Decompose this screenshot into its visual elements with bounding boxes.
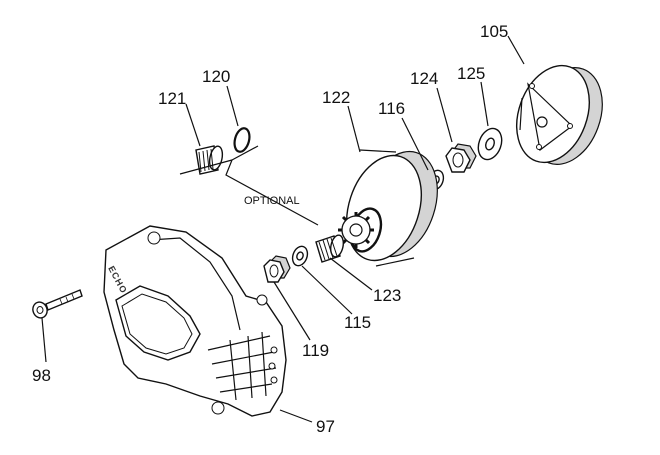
leader-lines — [41, 35, 525, 423]
clutch-cover-97: ECHO — [103, 225, 287, 417]
optional-note: OPTIONAL — [244, 195, 300, 207]
needle-bearing-121 — [195, 145, 224, 175]
hex-nut-119 — [263, 255, 291, 283]
label-123: 123 — [373, 286, 401, 305]
clutch-plate-105 — [516, 64, 603, 166]
label-98: 98 — [32, 366, 51, 385]
label-97: 97 — [316, 417, 335, 436]
hex-nut-124 — [445, 143, 477, 173]
label-120: 120 — [202, 67, 230, 86]
label-121: 121 — [158, 89, 186, 108]
label-122: 122 — [322, 88, 350, 107]
washer-125 — [477, 127, 503, 161]
label-125: 125 — [457, 64, 485, 83]
label-124: 124 — [410, 69, 438, 88]
washer-115 — [291, 245, 309, 267]
bolt-98 — [32, 289, 83, 319]
retaining-ring-120 — [233, 127, 251, 153]
sprocket — [338, 212, 374, 248]
optional-leader — [225, 159, 319, 226]
label-116: 116 — [378, 99, 405, 118]
label-119: 119 — [302, 341, 329, 360]
needle-bearing-123 — [315, 234, 344, 263]
label-115: 115 — [344, 313, 371, 332]
label-105: 105 — [480, 22, 508, 41]
optional-bracket — [179, 145, 259, 175]
clutch-drum-122 — [338, 149, 438, 267]
